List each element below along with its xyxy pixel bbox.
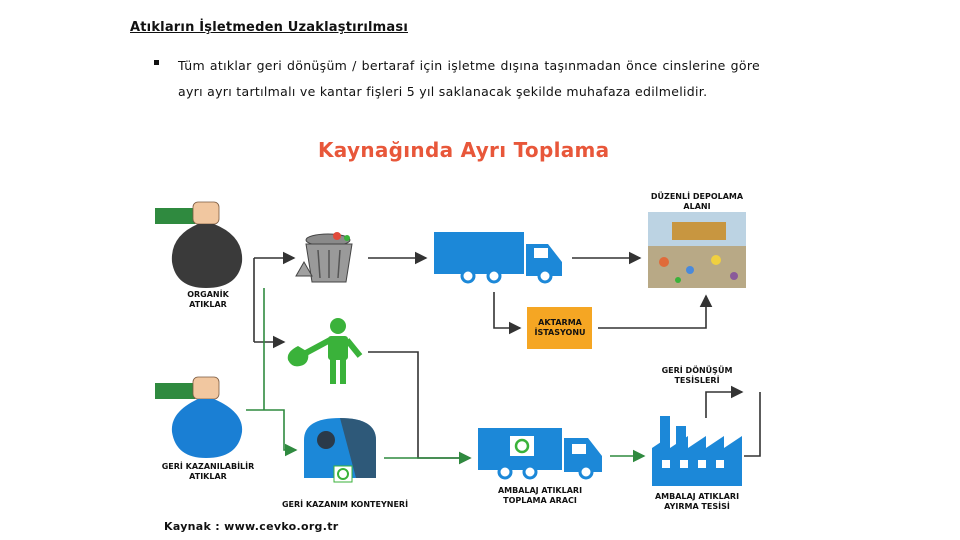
label-transfer-station: AKTARMA İSTASYONU (534, 318, 586, 337)
recyclable-waste-bag-icon (155, 376, 243, 458)
source-credit: Kaynak : www.cevko.org.tr (164, 520, 339, 533)
transfer-station-box (527, 307, 592, 349)
landfill-photo (648, 212, 746, 288)
diagram-title: Kaynağında Ayrı Toplama (318, 138, 610, 162)
organic-waste-bag-icon (155, 201, 243, 288)
recycling-container-icon (304, 418, 376, 483)
label-recycling-container: GERİ KAZANIM KONTEYNERİ (281, 500, 409, 509)
page-heading: Atıkların İşletmeden Uzaklaştırılması (130, 20, 408, 35)
label-organic-waste: ORGANİK ATIKLAR (187, 290, 229, 309)
label-sorting-facility: AMBALAJ ATIKLARI AYIRMA TESİSİ (654, 492, 740, 511)
recycle-flow-arrows (246, 288, 646, 465)
label-packaging-truck: AMBALAJ ATIKLARI TOPLAMA ARACI (497, 486, 583, 505)
bullet-marker (154, 60, 159, 65)
trash-can-icon (295, 232, 353, 283)
person-carrying-bag-icon (287, 318, 363, 384)
garbage-truck-icon (434, 232, 562, 284)
label-recycling-facilities: GERİ DÖNÜŞÜM TESİSLERİ (661, 366, 733, 385)
label-landfill: DÜZENLİ DEPOLAMA ALANI (650, 192, 744, 211)
label-recyclable-waste: GERİ KAZANILABİLİR ATIKLAR (161, 462, 255, 481)
sorting-facility-factory-icon (652, 416, 742, 486)
body-paragraph: Tüm atıklar geri dönüşüm / bertaraf için… (178, 58, 760, 99)
packaging-truck-icon (478, 428, 602, 480)
